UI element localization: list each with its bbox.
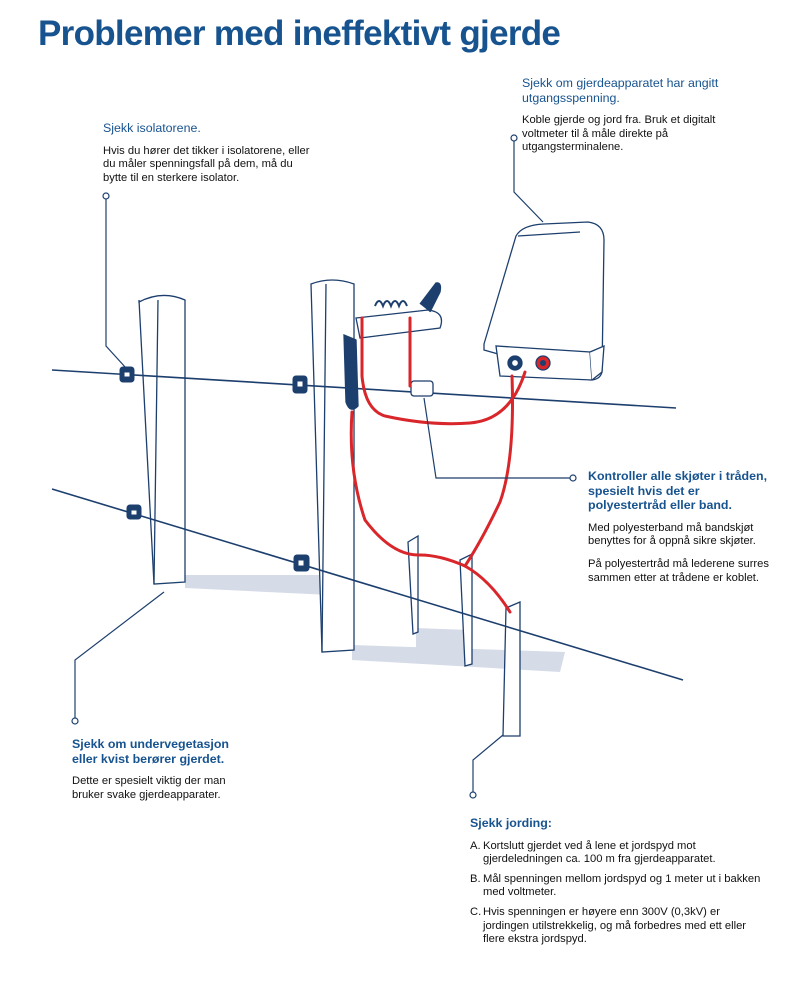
note-joints-body-2: På polyestertråd må lederene surres samm… <box>588 557 769 584</box>
grounding-steps-list: A.Kortslutt gjerdet ved å lene et jordsp… <box>470 840 766 947</box>
grounding-step-text: Hvis spenningen er høyere enn 300V (0,3k… <box>483 905 747 946</box>
callout-vegetation <box>71 591 165 725</box>
grounding-step: B.Mål spenningen mellom jordspyd og 1 me… <box>470 873 766 900</box>
middle-post <box>310 279 355 653</box>
page-title: Problemer med ineffektivt gjerde <box>38 14 561 53</box>
insulator-icon <box>126 504 142 520</box>
ground-stakes <box>407 534 521 737</box>
switch-icon <box>343 282 443 410</box>
note-grounding: Sjekk jording: A.Kortslutt gjerdet ved å… <box>470 816 766 953</box>
grounding-step-marker: A. <box>470 839 481 852</box>
note-vegetation-heading: Sjekk om undervegetasjon eller kvist ber… <box>72 737 230 766</box>
left-post <box>138 294 186 585</box>
insulators <box>119 366 310 572</box>
callout-isolators <box>102 192 127 369</box>
grounding-step-text: Mål spenningen mellom jordspyd og 1 mete… <box>483 872 761 899</box>
note-isolators: Sjekk isolatorene. Hvis du hører det tik… <box>103 121 318 194</box>
grounding-step-marker: C. <box>470 905 482 918</box>
note-energizer: Sjekk om gjerdeapparatet har angitt utga… <box>522 76 737 164</box>
note-joints-body-1: Med polyesterband må bandskjøt benyttes … <box>588 521 756 548</box>
note-joints: Kontroller alle skjøter i tråden, spesie… <box>588 469 778 594</box>
note-energizer-heading: Sjekk om gjerdeapparatet har angitt utga… <box>522 76 719 105</box>
grounding-step-marker: B. <box>470 872 481 885</box>
callout-joints <box>423 397 577 482</box>
note-vegetation: Sjekk om undervegetasjon eller kvist ber… <box>72 737 234 811</box>
callout-energizer <box>510 134 544 223</box>
note-energizer-body: Koble gjerde og jord fra. Bruk et digita… <box>522 114 716 154</box>
energizer-icon <box>483 221 605 381</box>
lead-wires <box>349 316 527 614</box>
insulator-icon <box>119 366 135 383</box>
grounding-step: A.Kortslutt gjerdet ved å lene et jordsp… <box>470 840 766 867</box>
grounding-step-text: Kortslutt gjerdet ved å lene et jordspyd… <box>483 839 716 866</box>
note-isolators-heading: Sjekk isolatorene. <box>103 121 201 135</box>
note-vegetation-body: Dette er spesielt viktig der man bruker … <box>72 775 226 801</box>
insulator-icon <box>293 554 310 572</box>
note-grounding-heading: Sjekk jording: <box>470 816 552 830</box>
grounding-step: C.Hvis spenningen er høyere enn 300V (0,… <box>470 906 766 947</box>
note-isolators-body: Hvis du hører det tikker i isolatorene, … <box>103 144 310 184</box>
callout-grounding <box>469 734 504 799</box>
insulator-icon <box>292 375 308 394</box>
note-joints-heading: Kontroller alle skjøter i tråden, spesie… <box>588 469 768 513</box>
callout-lines <box>71 134 577 799</box>
wire-joint-icon <box>410 380 434 397</box>
